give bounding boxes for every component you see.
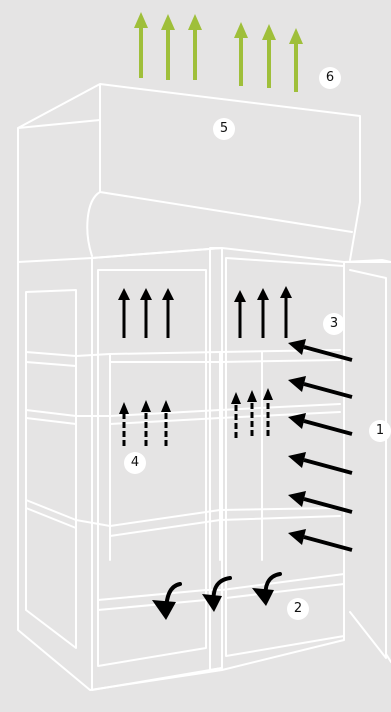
callout-1-label: 1 <box>376 423 384 438</box>
dashed-up-arrowhead-5 <box>247 390 257 402</box>
callout-6-label: 6 <box>326 70 334 85</box>
shelf-outline <box>26 350 340 536</box>
callout-1: 1 <box>369 420 391 442</box>
callout-5-label: 5 <box>220 121 228 136</box>
exhaust-arrowhead-3 <box>188 14 202 30</box>
left-door-outline <box>92 248 222 690</box>
callout-3: 3 <box>323 313 345 335</box>
inflow-arrowhead-2 <box>288 376 306 392</box>
inflow-arrowhead-6 <box>288 529 306 545</box>
dashed-up-arrowhead-3 <box>161 400 171 412</box>
inflow-arrowhead-1 <box>288 339 306 355</box>
callout-3-label: 3 <box>330 316 338 331</box>
dashed-up-arrowhead-6 <box>263 388 273 400</box>
up-arrowhead-2 <box>140 288 152 300</box>
up-arrowhead-3 <box>162 288 174 300</box>
exhaust-arrowhead-2 <box>161 14 175 30</box>
callout-4: 4 <box>124 452 146 474</box>
callout-4-label: 4 <box>131 455 139 470</box>
callout-2: 2 <box>287 598 309 620</box>
dashed-up-arrowhead-4 <box>231 392 241 404</box>
up-arrowhead-1 <box>118 288 130 300</box>
exhaust-arrowhead-6 <box>289 28 303 44</box>
up-arrowhead-5 <box>257 288 269 300</box>
exhaust-arrowhead-4 <box>234 22 248 38</box>
curl-arrowhead-1 <box>152 600 176 620</box>
callout-5: 5 <box>213 118 235 140</box>
callout-2-label: 2 <box>294 601 302 616</box>
hood-outline <box>18 84 360 262</box>
inflow-arrowhead-5 <box>288 491 306 507</box>
curl-arrowhead-3 <box>252 588 274 606</box>
up-arrowhead-6 <box>280 286 292 298</box>
callout-6: 6 <box>319 67 341 89</box>
inflow-arrowhead-4 <box>288 452 306 468</box>
exhaust-arrowhead-1 <box>134 12 148 28</box>
dashed-up-arrowhead-2 <box>141 400 151 412</box>
exhaust-arrowhead-5 <box>262 24 276 40</box>
dashed-up-arrowhead-1 <box>119 402 129 414</box>
up-arrowhead-4 <box>234 290 246 302</box>
side-door-outline <box>344 262 391 662</box>
left-panel-outline <box>26 290 76 648</box>
